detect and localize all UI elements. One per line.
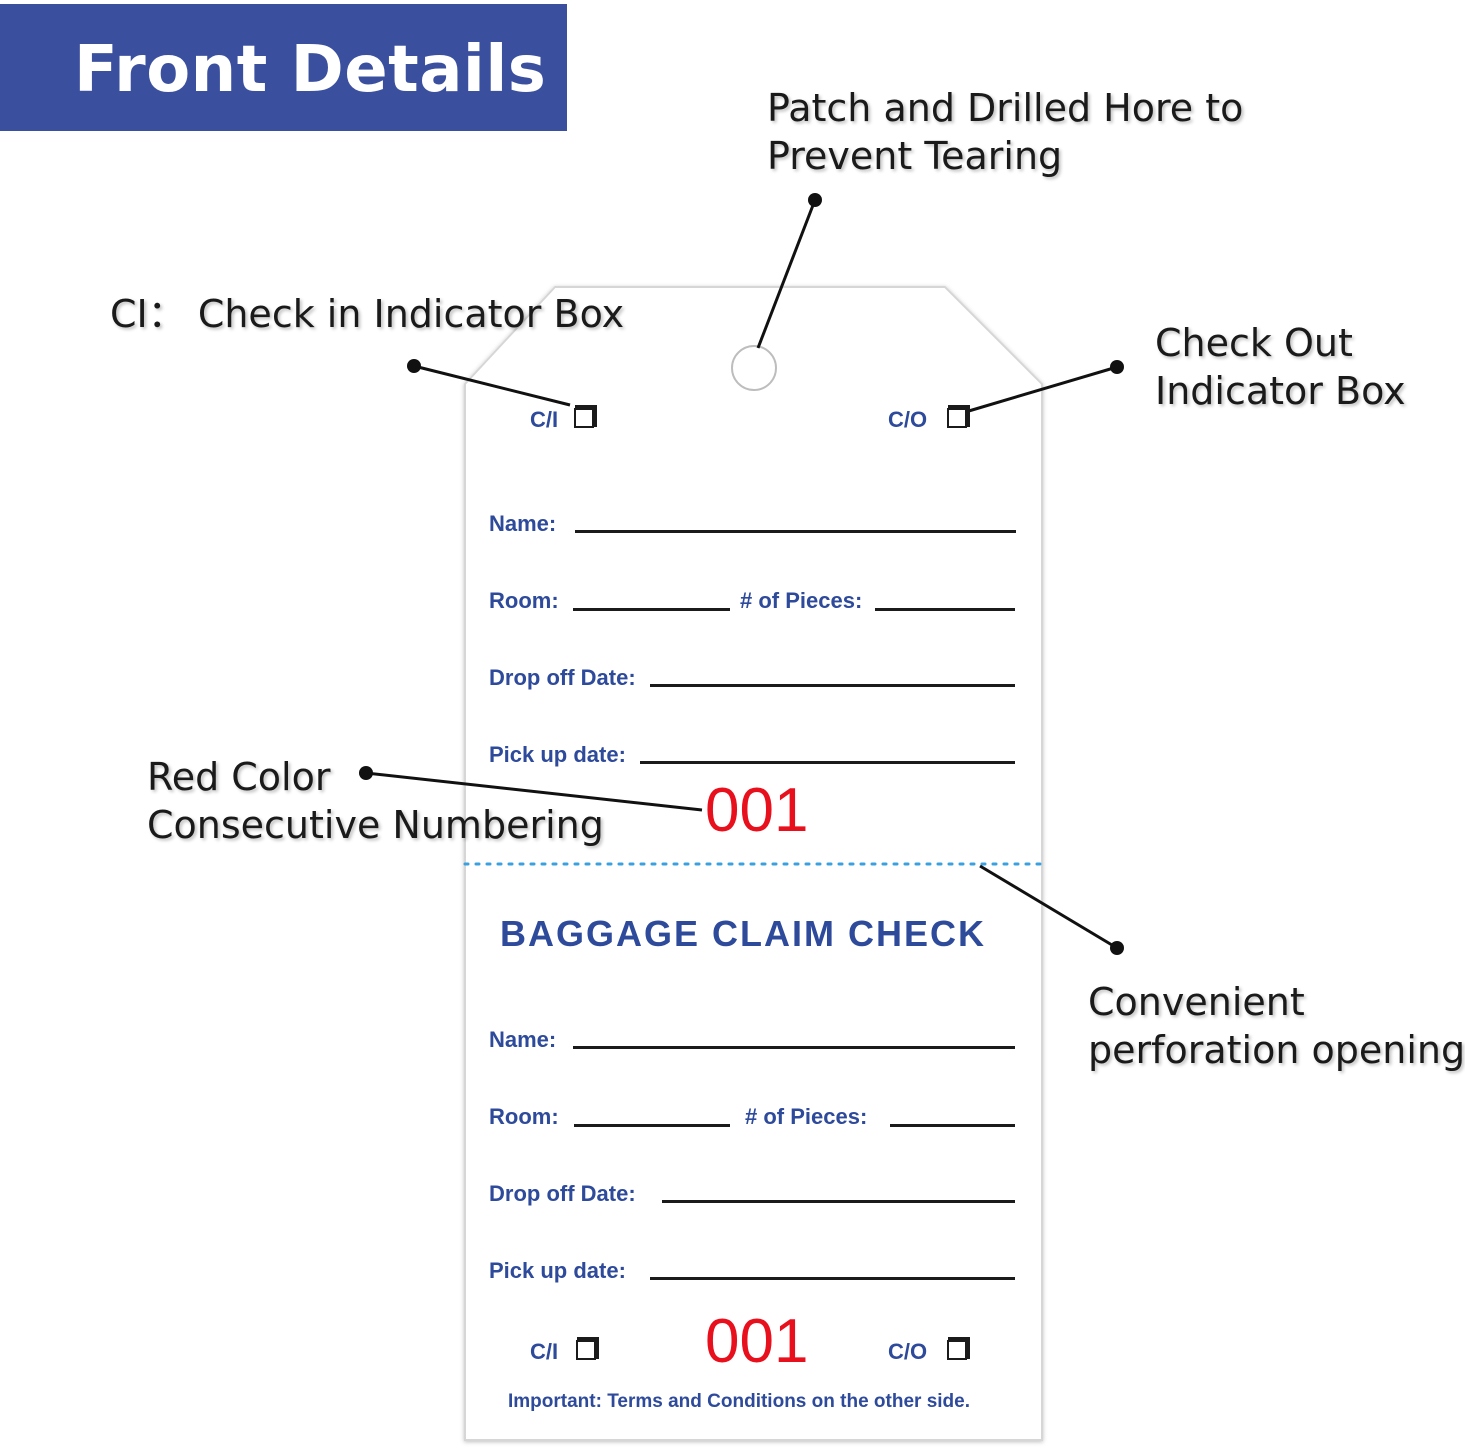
terms-note: Important: Terms and Conditions on the o…	[508, 1391, 970, 1412]
leader-perforation-dot	[1110, 941, 1124, 955]
bottom-drop-line	[662, 1200, 1015, 1203]
top-co-checkbox	[947, 405, 970, 428]
bottom-name-line	[573, 1046, 1015, 1049]
top-serial-number: 001	[705, 776, 809, 845]
leader-check-out-dot	[1110, 360, 1124, 374]
top-pieces-line	[875, 608, 1015, 611]
callout-check-in: CI： Check in Indicator Box	[110, 290, 624, 338]
banner-title: Front Details	[74, 33, 547, 107]
leader-numbering	[365, 771, 703, 812]
callout-numbering-line-1: Red Color	[147, 755, 331, 799]
drilled-hole	[731, 345, 777, 391]
top-name-line	[575, 530, 1016, 533]
leader-check-in-dot	[407, 359, 421, 373]
bottom-drop-label: Drop off Date:	[489, 1181, 636, 1206]
callout-patch-line-2: Prevent Tearing	[767, 134, 1063, 178]
top-ci-checkbox	[574, 405, 597, 428]
leader-numbering-dot	[359, 766, 373, 780]
bottom-pick-line	[650, 1277, 1015, 1280]
bottom-pieces-line	[890, 1124, 1015, 1127]
top-pick-line	[640, 761, 1015, 764]
callout-numbering: Red Color Consecutive Numbering	[147, 753, 604, 849]
top-drop-label: Drop off Date:	[489, 665, 636, 690]
top-ci-label: C/I	[530, 407, 559, 432]
callout-patch: Patch and Drilled Hore to Prevent Tearin…	[767, 84, 1243, 180]
bottom-name-label: Name:	[489, 1027, 557, 1052]
leader-perforation	[979, 864, 1118, 950]
callout-perforation: Convenient perforation opening	[1088, 978, 1465, 1074]
leader-patch-dot	[808, 193, 822, 207]
leader-patch	[756, 199, 817, 349]
bottom-pick-label: Pick up date:	[489, 1258, 626, 1283]
callout-check-in-text: CI： Check in Indicator Box	[110, 292, 625, 336]
bottom-ci-checkbox	[576, 1337, 599, 1360]
top-room-line	[573, 608, 730, 611]
bottom-room-line	[574, 1124, 730, 1127]
bottom-serial-number: 001	[705, 1307, 809, 1376]
callout-check-out: Check Out Indicator Box	[1155, 319, 1406, 415]
callout-patch-line-1: Patch and Drilled Hore to	[767, 86, 1244, 130]
top-drop-line	[650, 684, 1015, 687]
top-name-label: Name:	[489, 511, 557, 536]
bottom-pieces-label: # of Pieces:	[745, 1104, 868, 1129]
callout-check-out-line-2: Indicator Box	[1155, 369, 1406, 413]
bottom-co-checkbox	[947, 1337, 970, 1360]
header-banner: Front Details	[0, 4, 567, 131]
callout-check-out-line-1: Check Out	[1155, 321, 1353, 365]
top-co-label: C/O	[888, 407, 928, 432]
callout-perforation-line-2: perforation opening	[1088, 1028, 1465, 1072]
callout-numbering-line-2: Consecutive Numbering	[147, 803, 604, 847]
claim-check-title: BAGGAGE CLAIM CHECK	[500, 913, 986, 954]
bottom-ci-label: C/I	[530, 1339, 559, 1364]
bottom-room-label: Room:	[489, 1104, 559, 1129]
leader-check-out	[961, 365, 1118, 415]
leader-check-in	[413, 364, 571, 407]
bottom-co-label: C/O	[888, 1339, 928, 1364]
top-pick-label: Pick up date:	[489, 742, 626, 767]
top-room-label: Room:	[489, 588, 559, 613]
callout-perforation-line-1: Convenient	[1088, 980, 1305, 1024]
top-pieces-label: # of Pieces:	[740, 588, 863, 613]
